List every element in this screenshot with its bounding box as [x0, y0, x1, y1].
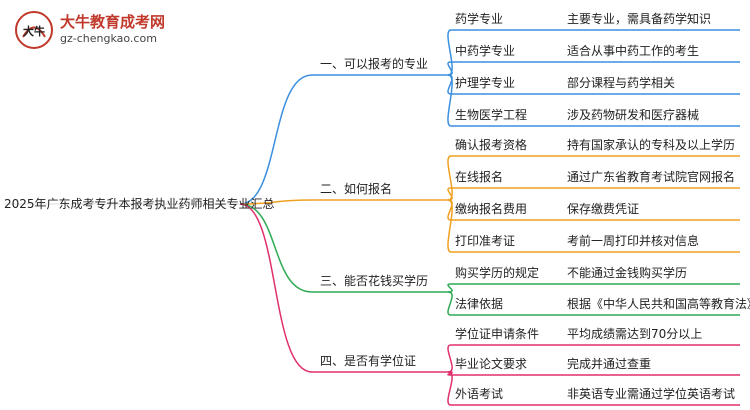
- detail-label: 适合从事中药工作的考生: [567, 44, 700, 58]
- detail-label: 部分课程与药学相关: [567, 76, 676, 90]
- item-label: 打印准考证: [455, 234, 516, 248]
- detail-label: 根据《中华人民共和国高等教育法》: [567, 297, 750, 311]
- detail-label: 保存缴费凭证: [567, 202, 640, 216]
- connector-branch-item: [447, 291, 453, 316]
- logo-mark-text: 大牛: [23, 24, 45, 38]
- site-logo: 大牛 大牛教育成考网 gz-chengkao.com: [14, 10, 214, 50]
- connector-branch-item: [447, 155, 453, 201]
- connector-branch-item: [447, 371, 453, 406]
- detail-label: 平均成绩需达到70分以上: [567, 327, 703, 341]
- detail-label: 通过广东省教育考试院官网报名: [567, 170, 736, 184]
- item-label: 学位证申请条件: [455, 327, 540, 341]
- detail-label: 涉及药物研发和医疗器械: [567, 108, 700, 122]
- logo-title: 大牛教育成考网: [60, 13, 166, 31]
- connector-branch-item: [447, 29, 453, 76]
- item-label: 毕业论文要求: [455, 357, 528, 371]
- connector-branch-item: [447, 74, 453, 127]
- item-label: 缴纳报名费用: [455, 202, 528, 216]
- connector-root-branch: [239, 203, 313, 293]
- detail-label: 完成并通过查重: [567, 357, 652, 371]
- branch-label: 四、是否有学位证: [320, 354, 417, 368]
- detail-label: 持有国家承认的专科及以上学历: [567, 138, 736, 152]
- branch-label: 一、可以报考的专业: [320, 57, 429, 71]
- logo-url: gz-chengkao.com: [60, 32, 157, 45]
- item-label: 购买学历的规定: [455, 266, 540, 280]
- item-label: 中药学专业: [455, 44, 516, 58]
- detail-label: 不能通过金钱购买学历: [567, 266, 688, 280]
- item-label: 在线报名: [455, 170, 504, 184]
- item-label: 生物医学工程: [455, 108, 528, 122]
- connector-root-branch: [239, 74, 313, 205]
- connector-root-branch: [239, 199, 313, 205]
- branch-label: 二、如何报名: [320, 182, 393, 196]
- connector-root-branch: [239, 203, 313, 373]
- detail-label: 考前一周打印并核对信息: [567, 234, 700, 248]
- detail-label: 主要专业，需具备药学知识: [567, 12, 712, 26]
- item-label: 药学专业: [455, 12, 504, 26]
- root-topic: 2025年广东成考专升本报考执业药师相关专业汇总: [4, 197, 275, 211]
- item-label: 外语考试: [455, 387, 504, 401]
- connector-branch-item: [447, 283, 453, 293]
- detail-label: 非英语专业需通过学位英语考试: [567, 387, 736, 401]
- item-label: 确认报考资格: [455, 138, 528, 152]
- branch-label: 三、能否花钱买学历: [320, 274, 429, 288]
- connector-branch-item: [447, 199, 453, 253]
- connector-branch-item: [447, 344, 453, 373]
- item-label: 法律依据: [455, 297, 504, 311]
- item-label: 护理学专业: [455, 76, 516, 90]
- logo-mark-icon: 大牛: [15, 11, 53, 49]
